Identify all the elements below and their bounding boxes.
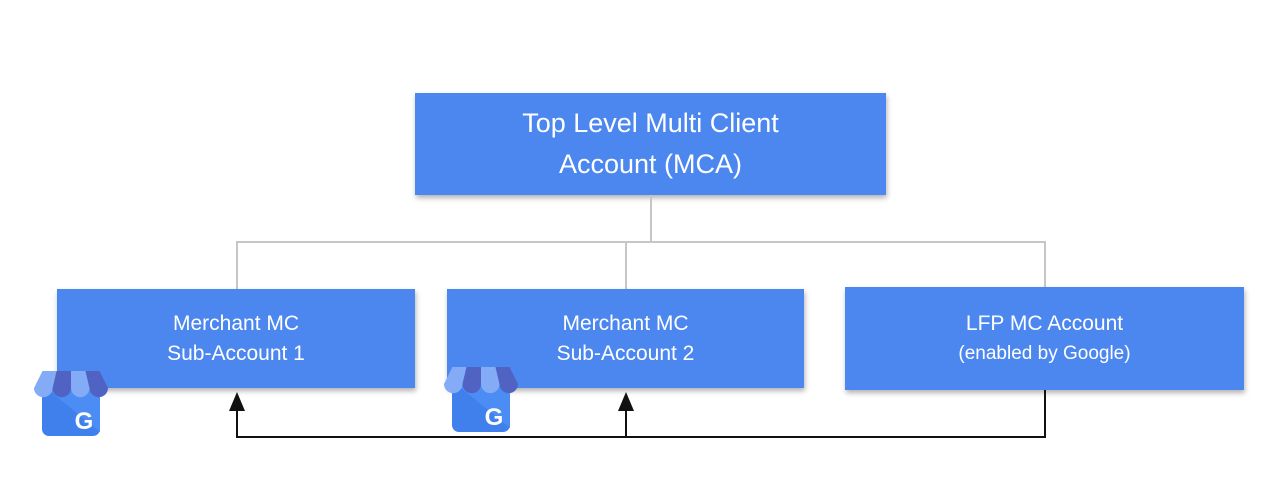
node-label-line: Account (MCA) — [558, 149, 743, 179]
node-label-line: Merchant MC — [562, 311, 689, 335]
awning-stripe — [71, 371, 90, 398]
connector-drop-sub2 — [625, 243, 627, 289]
node-label-line: Merchant MC — [172, 311, 300, 335]
node-label-line: Sub-Account 1 — [167, 341, 305, 365]
storefront-highlight — [456, 384, 510, 428]
node-label-line: (enabled by Google) — [958, 342, 1131, 364]
node-label-line: Top Level Multi Client — [522, 108, 779, 138]
awning-stripe — [444, 367, 467, 394]
connector-root-stem — [650, 195, 652, 242]
google-g-letter: G — [75, 408, 94, 435]
feedback-line-lfp-down — [1044, 390, 1046, 437]
node-label-line: LFP MC Account — [965, 311, 1124, 335]
awning-stripe — [34, 371, 57, 398]
arrow-up-icon — [618, 392, 634, 411]
google-g-letter: G — [485, 404, 504, 431]
node-top-level-mca: Top Level Multi Client Account (MCA) — [415, 93, 886, 195]
google-my-business-icon: G — [34, 371, 108, 436]
feedback-line-horizontal — [236, 436, 1046, 438]
awning-stripe — [52, 371, 71, 398]
google-my-business-icon: G — [444, 367, 518, 432]
feedback-line-up-sub1 — [236, 409, 238, 436]
awning-stripe — [462, 367, 481, 394]
arrow-up-icon — [229, 392, 245, 411]
awning-stripe — [481, 367, 500, 394]
node-lfp-mc-account: LFP MC Account (enabled by Google) — [845, 287, 1244, 390]
node-label-line: Sub-Account 2 — [556, 341, 695, 365]
storefront-highlight — [46, 388, 100, 432]
awning-stripe — [85, 371, 108, 398]
feedback-line-up-sub2 — [625, 409, 627, 436]
node-merchant-sub-account-1: Merchant MC Sub-Account 1 — [57, 289, 415, 388]
connector-drop-lfp — [1044, 243, 1046, 287]
connector-drop-sub1 — [236, 243, 238, 289]
awning-stripe — [495, 367, 518, 394]
connector-horizontal-bus — [236, 241, 1046, 243]
